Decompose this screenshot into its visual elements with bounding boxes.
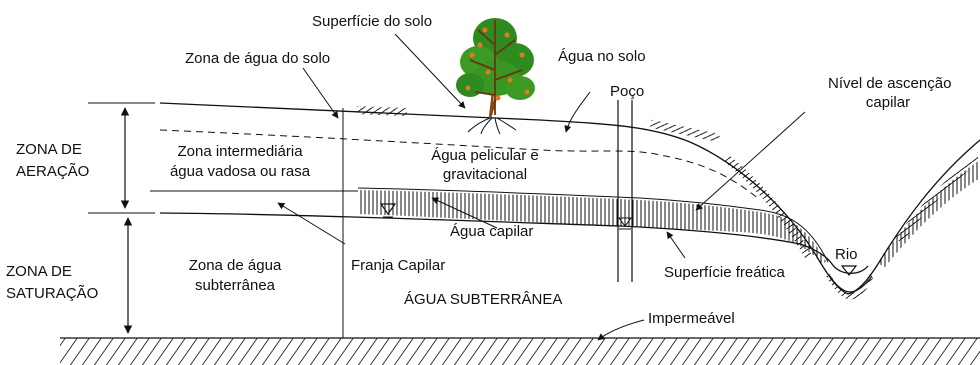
capillary-fringe-right — [878, 160, 980, 268]
label-groundwater-zone-line2: subterrânea — [194, 277, 276, 294]
leader-soil-water-zone — [302, 67, 339, 119]
label-soil-surface: Superfície do solo — [312, 13, 433, 30]
label-capillary-rise-line2: capilar — [865, 94, 911, 111]
water-table-symbol — [379, 203, 397, 216]
label-well: Poço — [610, 83, 645, 100]
label-impermeable: Impermeável — [648, 310, 735, 327]
leader-soil-water — [564, 91, 591, 133]
leader-impermeable — [597, 319, 645, 341]
leader-capillary-fringe — [277, 202, 346, 245]
leader-soil-surface — [394, 33, 466, 109]
label-river: Rio — [835, 246, 858, 263]
leader-capillary-water — [431, 197, 498, 229]
impermeable-layer — [60, 338, 980, 365]
label-capillary-rise-line1: Nível de ascenção — [828, 75, 952, 92]
label-pellicular-water-line2: gravitacional — [442, 166, 528, 183]
leader-water-table — [666, 231, 686, 259]
river-channel — [829, 275, 873, 293]
ground-surface — [159, 102, 980, 295]
label-capillary-fringe: Franja Capilar — [351, 257, 446, 274]
label-groundwater-zone-line1: Zona de água — [188, 257, 282, 274]
leader-capillary-rise — [695, 111, 806, 211]
label-saturation-zone-line2: SATURAÇÃO — [6, 285, 99, 302]
tree-icon — [456, 18, 535, 135]
well-water-symbol — [618, 217, 632, 227]
label-pellicular-water-line1: Água pelicular e — [431, 147, 539, 164]
water-table-line — [159, 212, 869, 274]
soil-hatch — [356, 106, 408, 117]
label-water-table: Superfície freática — [664, 264, 785, 281]
label-aeration-zone-line2: AERAÇÃO — [16, 163, 90, 180]
soil-hatch — [649, 119, 721, 143]
river-level-symbol — [840, 265, 858, 276]
label-aeration-zone-line1: ZONA DE — [16, 141, 82, 158]
label-soil-water-zone: Zona de água do solo — [185, 50, 331, 67]
label-capillary-water: Água capilar — [450, 223, 534, 240]
soil-water-boundary — [159, 129, 761, 201]
label-saturation-zone-line1: ZONA DE — [6, 263, 72, 280]
capillary-fringe — [358, 190, 826, 264]
label-intermediate-zone-line1: Zona intermediária — [177, 143, 303, 160]
label-soil-water: Água no solo — [558, 48, 646, 65]
label-intermediate-zone-line2: água vadosa ou rasa — [169, 163, 311, 180]
label-groundwater: ÁGUA SUBTERRÂNEA — [404, 291, 563, 308]
river-bank-hatch — [826, 274, 874, 300]
capillary-rise-line — [357, 187, 829, 263]
